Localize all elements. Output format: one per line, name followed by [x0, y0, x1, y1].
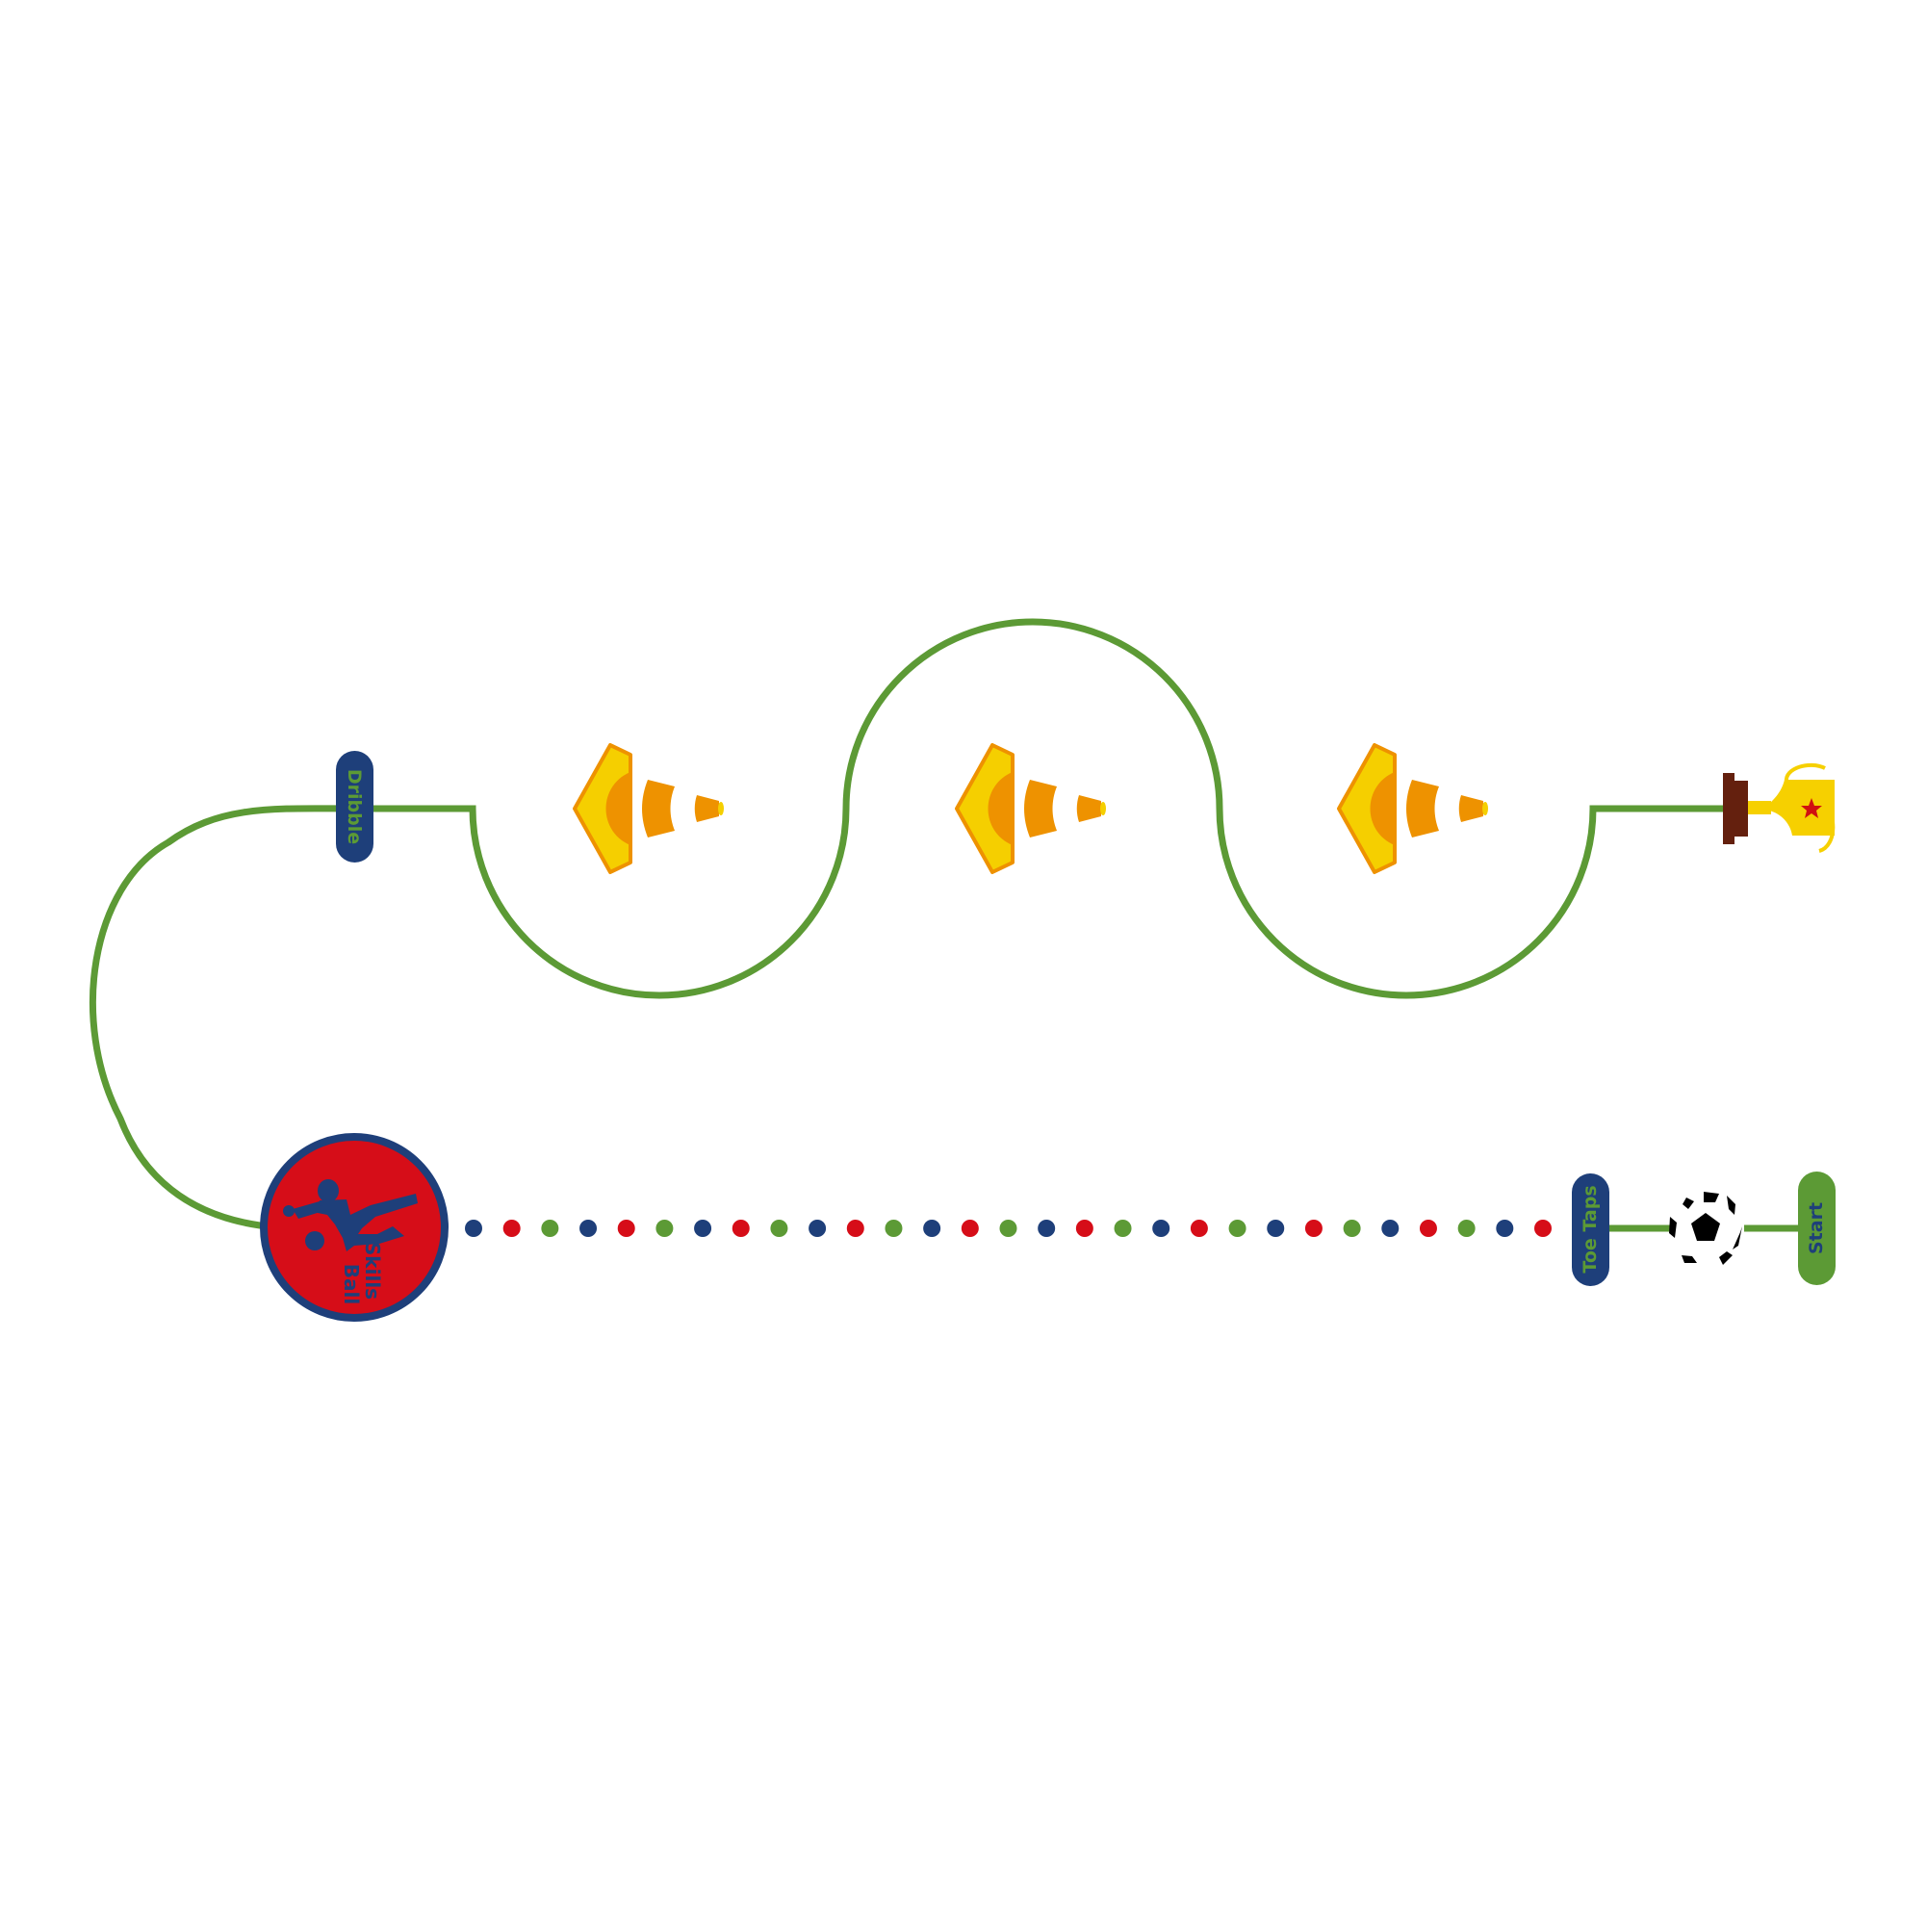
trail-dot [1038, 1220, 1056, 1237]
footballer-silhouette-icon [283, 1179, 418, 1251]
cone-row [573, 743, 1488, 874]
trail-dot [694, 1220, 712, 1237]
trail-dot [1457, 1220, 1476, 1237]
trail-dot [999, 1220, 1017, 1237]
trail-dot [1381, 1220, 1400, 1237]
toe-taps-label: Toe Taps [1580, 1185, 1601, 1273]
trail-dot [809, 1220, 827, 1237]
ball-skills-label-line1: Ball [340, 1264, 363, 1304]
dribble-label: Dribble [344, 769, 365, 844]
traffic-cone-icon [573, 743, 724, 874]
trophy-icon [1723, 762, 1836, 853]
trail-dot [465, 1220, 482, 1237]
ball-skills-station: Ball Skills [260, 1133, 449, 1322]
start-label: Start [1806, 1202, 1827, 1254]
trail-dot [541, 1220, 559, 1237]
soccer-ball-icon [1669, 1192, 1742, 1265]
trail-dot [1267, 1220, 1285, 1237]
trail-dot [502, 1220, 521, 1237]
traffic-cone-icon [1337, 743, 1488, 874]
trail-dot [1419, 1220, 1437, 1237]
trail-dot [885, 1220, 903, 1237]
trail-dot [1496, 1220, 1514, 1237]
trail-dot [655, 1220, 674, 1237]
trail-dot [1228, 1220, 1246, 1237]
trail-dot [732, 1220, 750, 1237]
dotted-trail [465, 1220, 1552, 1237]
trail-dot [1190, 1220, 1208, 1237]
toe-taps-marker: Toe Taps [1572, 1173, 1609, 1286]
trail-dot [1343, 1220, 1361, 1237]
trail-dot [770, 1220, 788, 1237]
trail-dot [1152, 1220, 1170, 1237]
dribble-marker: Dribble [336, 751, 373, 863]
trail-dot [617, 1220, 635, 1237]
dribble-trail-path [89, 618, 1727, 1229]
start-marker: Start [1798, 1172, 1836, 1285]
trail-dot [923, 1220, 941, 1237]
trail-dot [579, 1220, 598, 1237]
trail-dot [1534, 1220, 1552, 1237]
trail-dot [1075, 1220, 1093, 1237]
trail-dot [846, 1220, 864, 1237]
trail-dot [1304, 1220, 1323, 1237]
soccer-ball-small-icon [305, 1231, 324, 1250]
ball-skills-label-line2: Skills [361, 1242, 384, 1300]
traffic-cone-icon [955, 743, 1106, 874]
trophy-star-icon [1801, 798, 1822, 818]
trail-dot [961, 1220, 979, 1237]
trail-dot [1114, 1220, 1132, 1237]
